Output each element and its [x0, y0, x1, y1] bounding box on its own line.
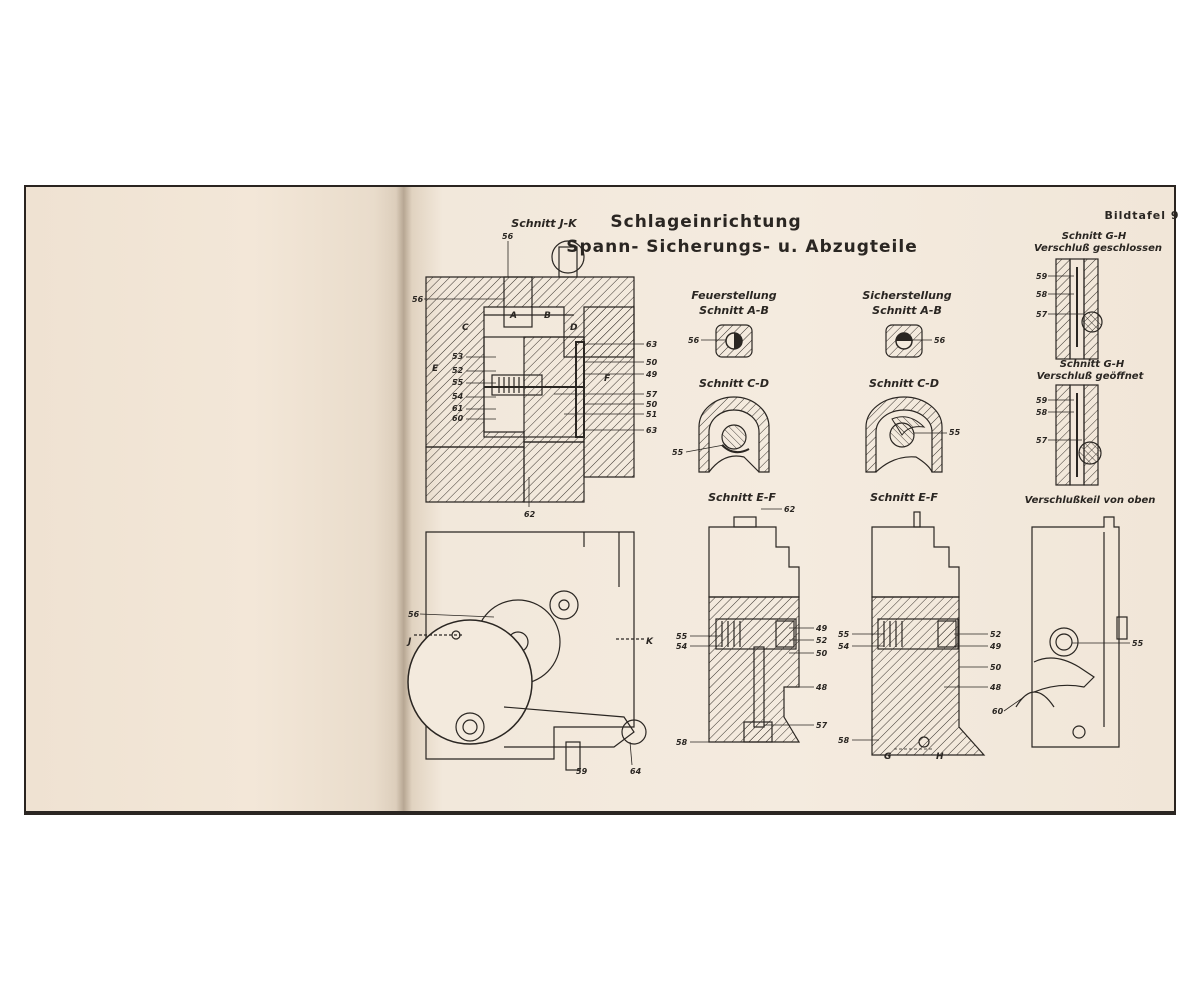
section-ef-fire [708, 516, 801, 743]
section-ab-safe [885, 324, 923, 358]
label-54: 54 [838, 642, 850, 651]
label-55: 55 [1132, 639, 1144, 648]
label-61: 61 [452, 404, 463, 413]
view-label-schnitt-ef: Schnitt E-F [708, 491, 776, 504]
side-view [407, 531, 647, 771]
plate-title: Schlageinrichtung [610, 212, 801, 232]
label-52: 52 [990, 630, 1002, 639]
label-50: 50 [816, 649, 828, 658]
letter-e: E [432, 364, 439, 374]
label-54: 54 [676, 642, 688, 651]
view-label-schnitt-cd: Schnitt C-D [869, 377, 939, 390]
view-label-verschluss-geschlossen: Verschluß geschlossen [1034, 243, 1162, 254]
label-48: 48 [815, 683, 828, 692]
view-label-schnitt-ab: Schnitt A-B [699, 304, 769, 317]
label-55: 55 [672, 448, 684, 457]
label-59: 59 [1036, 396, 1048, 405]
plate-number: Bildtafel 9 [1105, 209, 1180, 222]
label-57: 57 [816, 721, 828, 730]
section-ab-fire [715, 324, 753, 358]
label-55: 55 [676, 632, 688, 641]
label-63: 63 [646, 340, 658, 349]
letter-k: K [646, 637, 654, 647]
section-gh-open [1055, 384, 1102, 486]
label-53: 53 [452, 352, 464, 361]
label-58: 58 [1036, 290, 1048, 299]
label-57: 57 [1036, 310, 1048, 319]
view-label-feuerstellung: Feuerstellung [691, 289, 776, 302]
plate-subtitle: Spann- Sicherungs- u. Abzugteile [566, 237, 918, 257]
letter-a: A [509, 311, 517, 321]
label-50: 50 [646, 358, 658, 367]
label-55: 55 [949, 428, 961, 437]
label-64: 64 [630, 767, 642, 776]
label-56: 56 [688, 336, 700, 345]
label-49: 49 [645, 370, 658, 379]
label-56: 56 [412, 295, 424, 304]
label-52: 52 [816, 636, 828, 645]
label-55: 55 [452, 378, 464, 387]
letter-c: C [462, 323, 469, 333]
label-48: 48 [989, 683, 1002, 692]
section-ef-safe [871, 511, 986, 756]
label-51: 51 [646, 410, 657, 419]
letter-g: G [884, 752, 891, 762]
label-57: 57 [1036, 436, 1048, 445]
label-62: 62 [524, 510, 536, 519]
label-59: 59 [576, 767, 588, 776]
book-bottom-edge [24, 811, 1176, 815]
letter-f: F [604, 374, 611, 384]
label-50: 50 [646, 400, 658, 409]
view-label-schnitt-jk: Schnitt J-K [511, 217, 578, 230]
letter-b: B [544, 311, 551, 321]
technical-drawing: Schlageinrichtung Spann- Sicherungs- u. … [406, 209, 1178, 776]
label-55: 55 [838, 630, 850, 639]
label-62: 62 [784, 505, 796, 514]
view-label-schnitt-gh: Schnitt G-H [1060, 359, 1125, 370]
letter-j: J [406, 637, 412, 647]
section-cd-safe [865, 396, 943, 473]
label-49: 49 [815, 624, 828, 633]
label-49: 49 [989, 642, 1002, 651]
view-label-schnitt-gh: Schnitt G-H [1062, 231, 1127, 242]
view-label-schnitt-cd: Schnitt C-D [699, 377, 769, 390]
blank-left-page [26, 187, 404, 811]
label-60: 60 [992, 707, 1004, 716]
label-57: 57 [646, 390, 658, 399]
view-label-verschluss-geoeffnet: Verschluß geöffnet [1037, 371, 1145, 382]
label-56: 56 [934, 336, 946, 345]
book-gutter [396, 187, 412, 811]
section-jk [425, 240, 635, 503]
label-58: 58 [838, 736, 850, 745]
section-gh-closed [1055, 258, 1103, 360]
label-59: 59 [1036, 272, 1048, 281]
label-58: 58 [1036, 408, 1048, 417]
view-label-schnitt-ef: Schnitt E-F [870, 491, 938, 504]
view-label-sicherstellung: Sicherstellung [862, 289, 951, 302]
label-52: 52 [452, 366, 464, 375]
wedge-top-view [1015, 516, 1128, 748]
label-58: 58 [676, 738, 688, 747]
label-60: 60 [452, 414, 464, 423]
view-label-verschlusskeil: Verschlußkeil von oben [1025, 495, 1156, 506]
label-56: 56 [408, 610, 420, 619]
label-56: 56 [502, 232, 514, 241]
label-63: 63 [646, 426, 658, 435]
view-label-schnitt-ab: Schnitt A-B [872, 304, 942, 317]
letter-d: D [570, 323, 578, 333]
label-54: 54 [452, 392, 464, 401]
section-cd-fire [698, 396, 770, 473]
letter-h: H [936, 752, 944, 762]
label-50: 50 [990, 663, 1002, 672]
